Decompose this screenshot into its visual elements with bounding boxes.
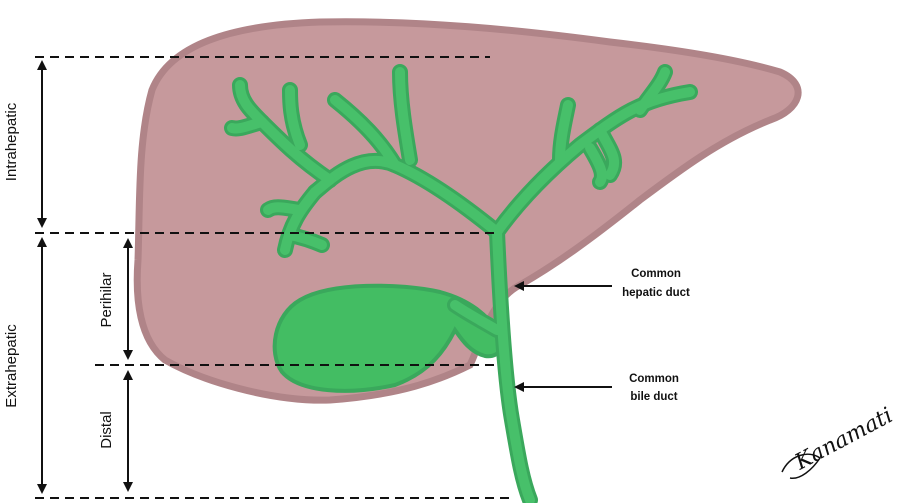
distal-label: Distal	[98, 411, 115, 449]
intrahepatic-label: Intrahepatic	[3, 102, 20, 181]
gallbladder	[275, 286, 502, 391]
svg-text:Kanamati: Kanamati	[790, 403, 897, 476]
common-bile-duct-label-line2: bile duct	[630, 391, 677, 403]
distal-arrow	[123, 370, 133, 492]
perihilar-arrow	[123, 238, 133, 360]
extrahepatic-label: Extrahepatic	[3, 324, 20, 408]
artist-signature: Kanamati	[782, 403, 897, 478]
extrahepatic-arrow	[37, 237, 47, 494]
common-hepatic-duct-label-line2: hepatic duct	[622, 287, 690, 299]
intrahepatic-arrow	[37, 60, 47, 228]
common-hepatic-duct-label-line1: Common	[631, 268, 681, 280]
common-bile-duct-label-line1: Common	[629, 373, 679, 385]
common-bile-duct-pointer	[514, 382, 612, 392]
perihilar-label: Perihilar	[98, 272, 115, 327]
